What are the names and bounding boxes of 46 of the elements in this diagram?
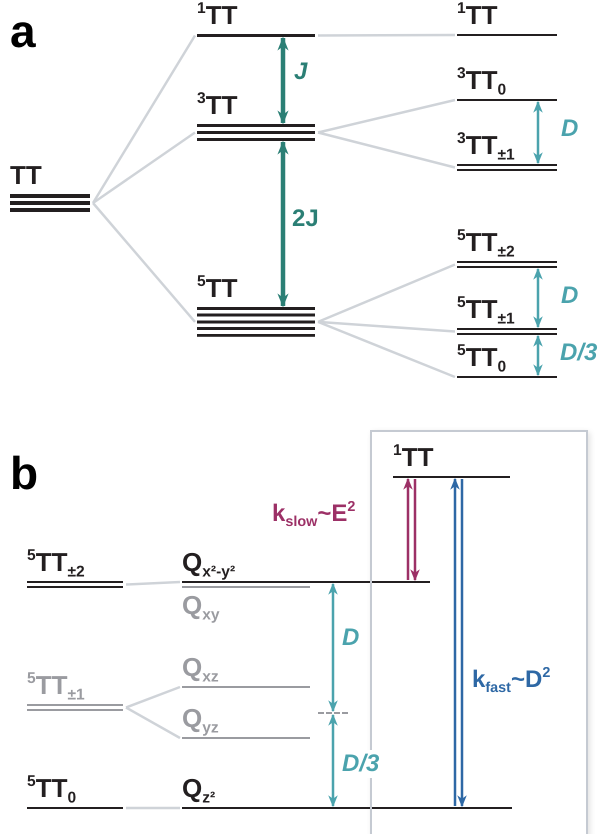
state-label: $^{5}$TT$_{0}$ bbox=[27, 773, 76, 803]
state-label: $^{1}$TT bbox=[197, 0, 238, 30]
state-label: $^{5}$TT$_{±1}$ bbox=[27, 670, 85, 700]
correlation-line bbox=[318, 34, 455, 37]
correlation-line bbox=[125, 706, 181, 740]
state-label: $^{1}$TT bbox=[457, 0, 498, 30]
state-label: TT bbox=[10, 160, 42, 190]
arrow bbox=[277, 36, 289, 124]
correlation-line bbox=[126, 806, 180, 810]
state-label: $^{5}$TT$_{±2}$ bbox=[27, 547, 85, 577]
correlation-line bbox=[92, 131, 196, 204]
arrow bbox=[328, 582, 338, 712]
correlation-line bbox=[126, 580, 180, 586]
arrow bbox=[533, 334, 543, 376]
edge-label: D/3 bbox=[342, 750, 380, 778]
panel-letter: a bbox=[10, 8, 36, 54]
state-label: Q$_{xz}$ bbox=[182, 652, 219, 682]
state-label: Q$_{z²}$ bbox=[182, 773, 216, 803]
state-label: $^{3}$TT bbox=[197, 90, 238, 120]
correlation-line bbox=[126, 686, 180, 709]
correlation-line bbox=[318, 98, 456, 134]
arrow bbox=[277, 140, 289, 308]
state-label: $^{5}$TT$_{±2}$ bbox=[457, 227, 515, 257]
state-label: $^{1}$TT bbox=[393, 442, 434, 472]
arrow bbox=[450, 478, 460, 806]
state-label: $^{3}$TT$_{±1}$ bbox=[457, 130, 515, 160]
correlation-line bbox=[92, 202, 196, 323]
correlation-line bbox=[318, 131, 456, 169]
correlation-line bbox=[318, 320, 456, 378]
state-label: $^{5}$TT$_{±1}$ bbox=[457, 294, 515, 324]
arrow bbox=[410, 479, 420, 582]
arrow bbox=[533, 100, 543, 164]
state-label: $^{3}$TT$_{0}$ bbox=[457, 65, 506, 95]
correlation-line bbox=[92, 34, 196, 204]
arrow bbox=[533, 268, 543, 328]
correlation-line bbox=[318, 320, 456, 333]
state-label: $^{5}$TT$_{0}$ bbox=[457, 342, 506, 372]
edge-label: k$_{fast}$~D$^{2}$ bbox=[472, 666, 550, 694]
dashed-line bbox=[318, 712, 348, 714]
correlation-line bbox=[318, 263, 456, 324]
panel-letter: b bbox=[10, 450, 38, 496]
edge-label: k$_{slow}$~E$^{2}$ bbox=[272, 500, 356, 528]
arrow bbox=[328, 714, 338, 808]
arrow bbox=[457, 479, 467, 808]
arrow bbox=[403, 478, 413, 580]
state-label: $^{5}$TT bbox=[197, 273, 238, 303]
